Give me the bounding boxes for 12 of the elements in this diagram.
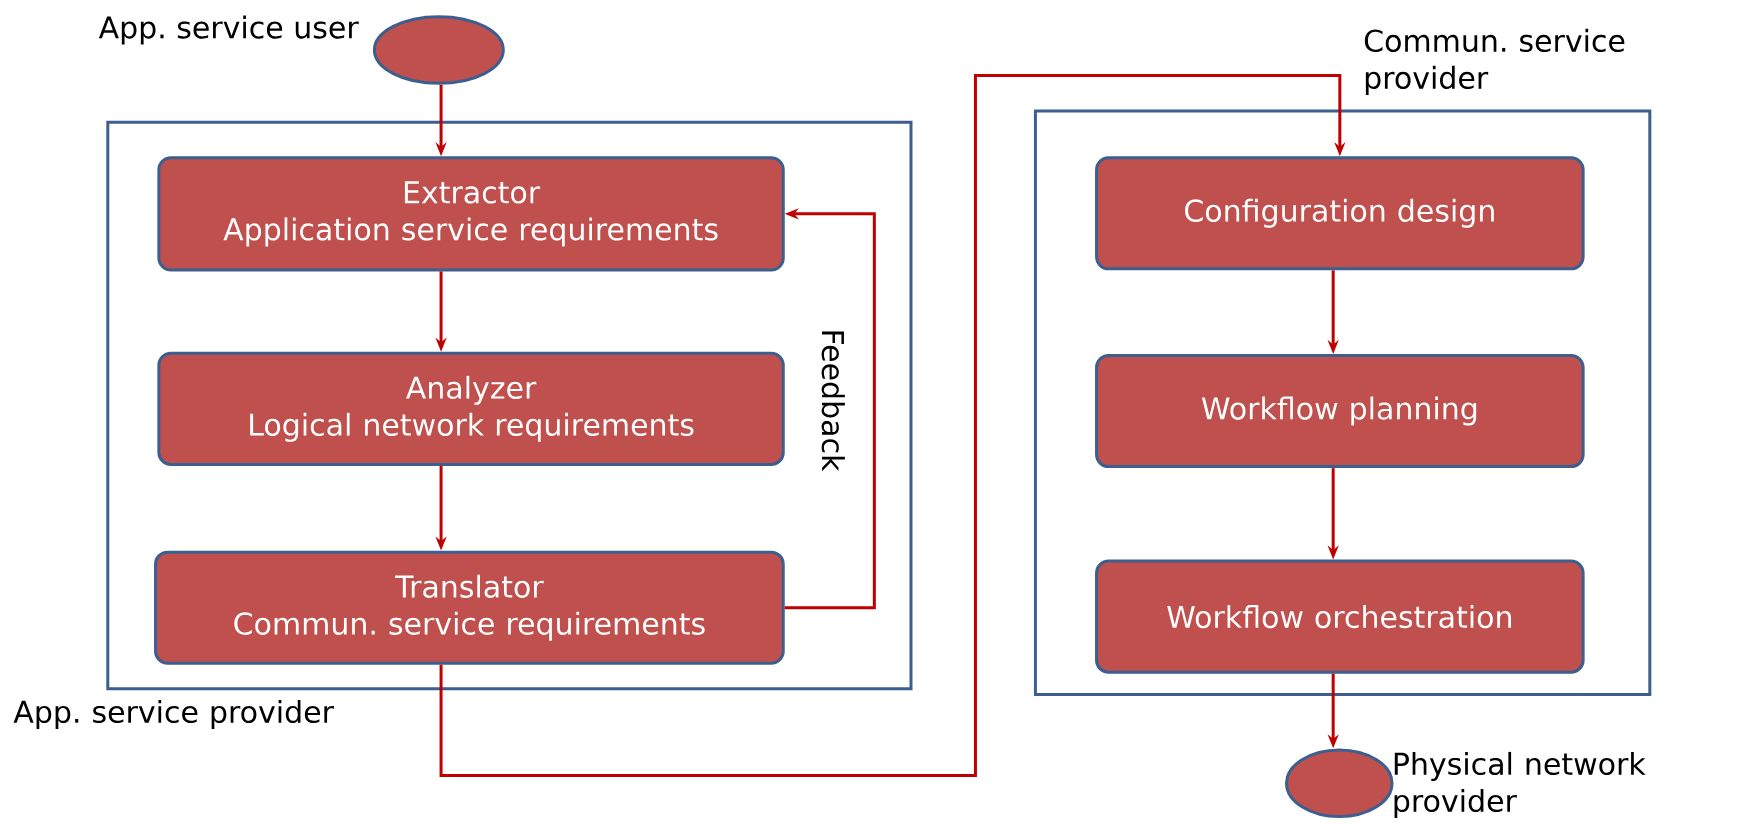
- node-caption: Physical network provider: [1394, 751, 1646, 818]
- process-box: Extractor Application service requirements: [157, 156, 785, 272]
- node-caption: App. service user: [98, 15, 359, 45]
- process-box: Configuration design: [1095, 156, 1585, 271]
- node-label: App. service provider: [13, 699, 334, 729]
- arrow: [439, 74, 1346, 777]
- edge-label: Feedback: [819, 326, 847, 474]
- process-box: Analyzer Logical network requirements: [157, 351, 785, 466]
- process-box: Workflow planning: [1095, 354, 1585, 469]
- node-label: Commun. service provider: [1364, 28, 1625, 95]
- process-box: Workflow orchestration: [1095, 559, 1585, 674]
- process-box: Translator Commun. service requirements: [154, 550, 785, 665]
